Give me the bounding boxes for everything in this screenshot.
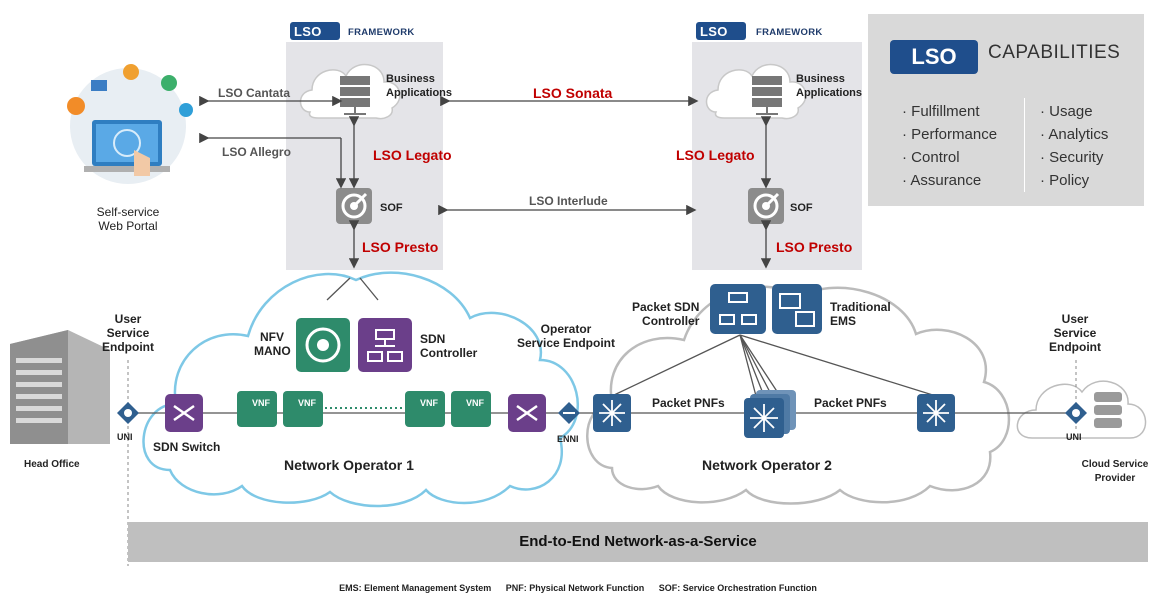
pnf-stack-icon bbox=[744, 390, 796, 438]
framework-label-right: FRAMEWORK bbox=[756, 27, 823, 38]
uni-left-icon bbox=[117, 402, 139, 424]
user-service-endpoint-left-label: User Service Endpoint bbox=[102, 312, 154, 354]
server-icon bbox=[340, 76, 370, 115]
lso-allegro-label: LSO Allegro bbox=[222, 145, 291, 159]
operator-service-endpoint-label: Operator Service Endpoint bbox=[516, 322, 616, 350]
lso-capabilities-logo: LSO bbox=[890, 40, 978, 74]
web-portal-label: Self-service Web Portal bbox=[96, 205, 160, 233]
uni-right-label: UNI bbox=[1066, 432, 1082, 442]
network-operator-1-label: Network Operator 1 bbox=[284, 457, 414, 473]
capability-item: Policy bbox=[1040, 169, 1108, 192]
legend: EMS: Element Management System PNF: Phys… bbox=[0, 583, 1156, 593]
sdn-switch-icon bbox=[165, 394, 203, 432]
lso-legato-left-label: LSO Legato bbox=[373, 147, 452, 163]
traditional-ems-icon bbox=[772, 284, 822, 334]
e2e-naas-bar: End-to-End Network-as-a-Service bbox=[128, 522, 1148, 562]
lso-sonata-label: LSO Sonata bbox=[533, 85, 613, 101]
capabilities-divider bbox=[1024, 98, 1025, 192]
sof-icon bbox=[748, 188, 784, 224]
pnf-icon bbox=[593, 394, 631, 432]
capability-item: Control bbox=[902, 146, 997, 169]
lso-legato-right-label: LSO Legato bbox=[676, 147, 755, 163]
packet-pnfs-label-b: Packet PNFs bbox=[814, 396, 887, 410]
sof-label-left: SOF bbox=[380, 202, 403, 214]
capability-item: Fulfillment bbox=[902, 100, 997, 123]
capability-item: Security bbox=[1040, 146, 1108, 169]
legend-item: PNF: Physical Network Function bbox=[505, 583, 645, 593]
capabilities-panel: LSO CAPABILITIES Fulfillment Performance… bbox=[868, 14, 1144, 206]
enni-label: ENNI bbox=[557, 434, 579, 444]
nfv-mano-icon bbox=[296, 318, 350, 372]
capability-item: Analytics bbox=[1040, 123, 1108, 146]
capabilities-list-2: Usage Analytics Security Policy bbox=[1040, 100, 1108, 192]
lso-capabilities-logo-text: LSO bbox=[911, 44, 957, 69]
capabilities-title: CAPABILITIES bbox=[988, 42, 1121, 63]
nfv-mano-label: NFV MANO bbox=[254, 330, 291, 358]
legend-item: EMS: Element Management System bbox=[339, 583, 492, 593]
web-portal-icon bbox=[67, 64, 193, 184]
e2e-naas-label: End-to-End Network-as-a-Service bbox=[519, 533, 757, 550]
sdn-controller-label: SDN Controller bbox=[420, 332, 478, 360]
capability-item: Usage bbox=[1040, 100, 1108, 123]
pnf-icon bbox=[917, 394, 955, 432]
capabilities-list-1: Fulfillment Performance Control Assuranc… bbox=[902, 100, 997, 192]
sof-label-right: SOF bbox=[790, 202, 813, 214]
lso-cantata-label: LSO Cantata bbox=[218, 86, 291, 100]
business-apps-label-right: Business Applications bbox=[796, 73, 863, 99]
traditional-ems-label: Traditional EMS bbox=[830, 300, 891, 328]
enni-icon bbox=[558, 402, 580, 424]
lso-logo-right bbox=[692, 20, 862, 42]
network-operator-2-cloud bbox=[586, 285, 1011, 505]
vnf-icons bbox=[237, 391, 491, 427]
lso-presto-right-label: LSO Presto bbox=[776, 239, 853, 255]
storage-icon bbox=[1094, 392, 1122, 428]
packet-pnfs-label-a: Packet PNFs bbox=[652, 396, 725, 410]
network-operator-2-label: Network Operator 2 bbox=[702, 457, 832, 473]
uni-left-label: UNI bbox=[117, 432, 133, 442]
framework-label-left: FRAMEWORK bbox=[348, 27, 415, 38]
packet-sdn-controller-label: Packet SDN Controller bbox=[632, 300, 700, 328]
sdn-switch-icon bbox=[508, 394, 546, 432]
vnf-label: VNF bbox=[252, 398, 270, 408]
business-apps-label-left: Business Applications bbox=[386, 73, 453, 99]
lso-logo-text-right: LSO bbox=[700, 24, 728, 39]
server-icon bbox=[752, 76, 782, 115]
legend-item: SOF: Service Orchestration Function bbox=[658, 583, 817, 593]
uni-right-icon bbox=[1065, 402, 1087, 424]
capability-item: Performance bbox=[902, 123, 997, 146]
vnf-label: VNF bbox=[420, 398, 438, 408]
vnf-label: VNF bbox=[298, 398, 316, 408]
network-operator-1-cloud bbox=[142, 271, 579, 508]
interface-arrows bbox=[199, 95, 772, 269]
vnf-label: VNF bbox=[466, 398, 484, 408]
user-service-endpoint-right-label: User Service Endpoint bbox=[1049, 312, 1101, 354]
head-office-building-icon bbox=[10, 330, 110, 444]
sdn-controller-icon bbox=[358, 318, 412, 372]
lso-interlude-label: LSO Interlude bbox=[529, 194, 608, 208]
capability-item: Assurance bbox=[902, 169, 997, 192]
lso-logo-text-left: LSO bbox=[294, 24, 322, 39]
head-office-label: Head Office bbox=[24, 459, 80, 470]
sdn-switch-label: SDN Switch bbox=[153, 440, 221, 454]
lso-logo-left bbox=[286, 20, 443, 42]
sof-icon bbox=[336, 188, 372, 224]
packet-sdn-controller-icon bbox=[710, 284, 766, 334]
cloud-provider-label: Cloud Service Provider bbox=[1081, 459, 1149, 484]
lso-presto-left-label: LSO Presto bbox=[362, 239, 439, 255]
